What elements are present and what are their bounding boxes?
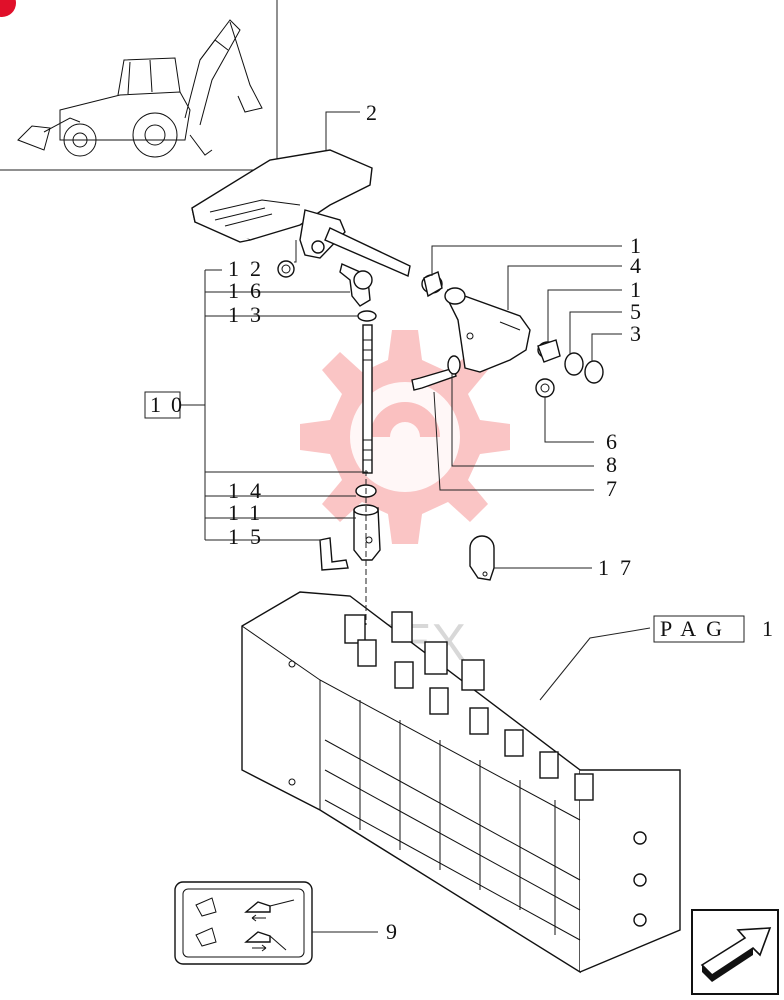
bolt-part-7 [411,367,457,391]
control-valve-block [241,591,681,974]
callout-5: 5 [630,299,652,324]
callout-9: 9 [386,919,408,944]
nut-part-6 [535,378,555,398]
callout-16: 16 [228,278,272,303]
nut-part-12 [277,260,295,278]
callout-12: 12 [228,256,272,281]
threaded-rod [362,324,373,474]
callout-4: 4 [630,253,652,278]
callout-14: 14 [228,478,272,503]
machine-thumbnail [0,0,278,171]
washer-part-13 [357,310,377,322]
clamp-part-17 [469,535,495,581]
ball-joint-part-16 [339,263,373,307]
callout-11: 11 [228,500,271,525]
callout-10: 10 [150,392,192,417]
pin-part-15 [319,537,349,571]
bush-part-1-left [421,271,443,298]
callout-1-upper: 1 [630,233,652,258]
page-reference-label: PAG [660,616,732,641]
callout-2: 2 [366,100,388,125]
callout-17: 17 [598,555,642,580]
callout-6: 6 [606,429,628,454]
decal-part-9 [174,881,313,965]
callout-13: 13 [228,302,272,327]
clevis-part-11 [353,504,381,561]
washer-part-5 [564,352,584,376]
callout-3: 3 [630,321,652,346]
page-reference[interactable]: PAG 1 [653,615,783,643]
callout-8: 8 [606,452,628,477]
leader-lines [180,111,651,933]
circlip-part-3 [584,360,604,384]
callout-1-lower: 1 [630,277,652,302]
arrow-next-page-icon[interactable] [691,909,779,995]
bracket-part-4 [444,287,531,373]
corner-badge [0,0,16,17]
group-callout-10: 10 [144,391,192,419]
pedal-part-2 [191,149,411,277]
callout-labels: 2 1 4 1 5 3 6 8 7 12 16 13 14 11 15 17 9 [228,100,652,944]
page-reference-number: 1 [762,616,783,641]
callout-15: 15 [228,524,272,549]
bush-part-1-right [537,339,561,363]
callout-7: 7 [606,476,628,501]
washer-part-8 [447,355,461,375]
